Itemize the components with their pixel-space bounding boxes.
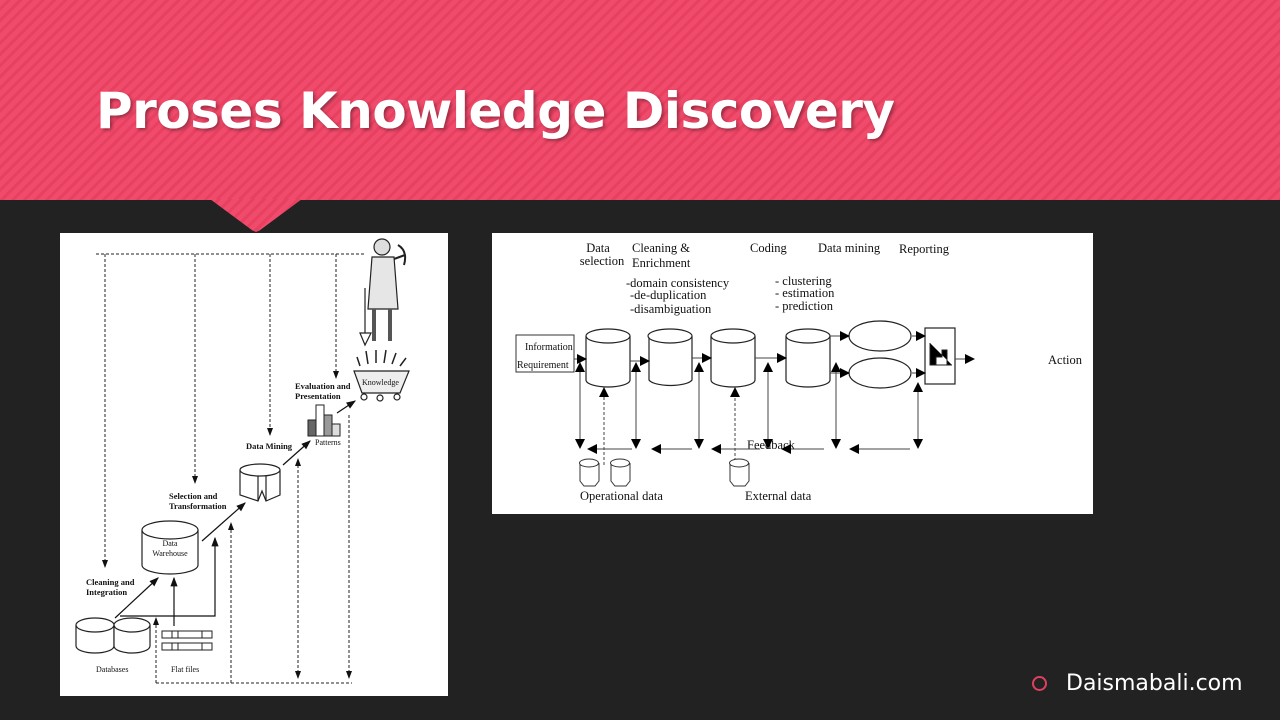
svg-text:Flat files: Flat files — [171, 665, 199, 674]
svg-text:Enrichment: Enrichment — [632, 256, 691, 270]
databases-icon — [75, 617, 151, 654]
svg-text:-de-duplication: -de-duplication — [630, 288, 707, 302]
svg-text:- prediction: - prediction — [775, 299, 834, 313]
svg-text:Feedback: Feedback — [747, 438, 796, 452]
svg-text:Requirement: Requirement — [517, 360, 569, 371]
svg-text:Cleaning and: Cleaning and — [86, 577, 135, 587]
svg-text:selection: selection — [580, 254, 625, 268]
kdd-process-diagram: Cleaning and Integration Selection and T… — [60, 233, 448, 696]
title-banner — [0, 0, 1280, 200]
footer-website: Daismabali.com — [1066, 671, 1243, 696]
miner-figure-icon — [359, 238, 407, 347]
knowledge-cart-icon — [353, 349, 410, 402]
svg-text:Presentation: Presentation — [295, 391, 341, 401]
svg-text:Selection and: Selection and — [169, 491, 218, 501]
svg-text:Reporting: Reporting — [899, 242, 950, 256]
source-cylinders — [579, 458, 750, 487]
patterns-chart-icon — [307, 404, 341, 437]
svg-text:External data: External data — [745, 489, 812, 503]
svg-text:Data mining: Data mining — [818, 241, 881, 255]
svg-text:Knowledge: Knowledge — [362, 378, 399, 387]
svg-text:Integration: Integration — [86, 587, 127, 597]
svg-text:Action: Action — [1048, 353, 1083, 367]
svg-text:-disambiguation: -disambiguation — [630, 302, 712, 316]
svg-text:Information: Information — [525, 342, 573, 353]
svg-text:Transformation: Transformation — [169, 501, 227, 511]
svg-text:Data Mining: Data Mining — [246, 441, 293, 451]
svg-text:Patterns: Patterns — [315, 438, 341, 447]
svg-text:Evaluation and: Evaluation and — [295, 381, 351, 391]
stage-cylinders — [585, 320, 956, 389]
svg-text:Warehouse: Warehouse — [152, 549, 188, 558]
slide-title: Proses Knowledge Discovery — [96, 82, 895, 140]
footer: Daismabali.com — [1032, 671, 1243, 696]
banner-notch — [210, 199, 302, 232]
svg-text:Data: Data — [586, 241, 610, 255]
svg-text:- clustering: - clustering — [775, 274, 832, 288]
svg-text:Databases: Databases — [96, 665, 128, 674]
svg-text:-domain consistency: -domain consistency — [626, 276, 730, 290]
data-warehouse-icon — [141, 520, 199, 575]
flat-files-icon — [161, 630, 213, 651]
svg-text:- estimation: - estimation — [775, 286, 835, 300]
data-mining-process-diagram: Data selection Cleaning & Enrichment Cod… — [492, 233, 1093, 514]
svg-text:Data: Data — [162, 539, 178, 548]
circle-bullet-icon — [1032, 676, 1047, 691]
svg-text:Cleaning &: Cleaning & — [632, 241, 690, 255]
svg-text:Coding: Coding — [750, 241, 788, 255]
data-mining-icon — [239, 463, 281, 502]
svg-text:Operational data: Operational data — [580, 489, 663, 503]
